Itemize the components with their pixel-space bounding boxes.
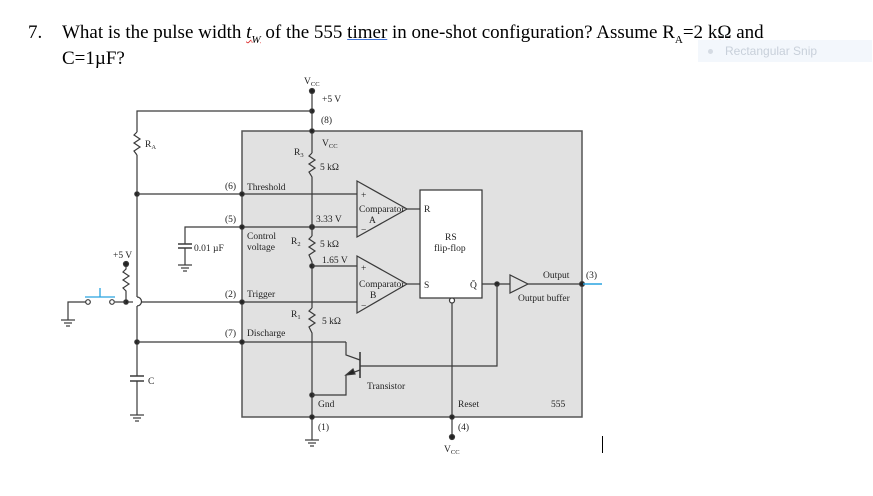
svg-text:(3): (3) [586,270,597,281]
discharge-label: Discharge [247,329,285,339]
resistor-r2 [307,235,317,308]
svg-text:Comparator: Comparator [359,280,405,290]
dot-icon [708,49,713,54]
svg-text:Comparator: Comparator [359,205,405,215]
rs-flip-flop [419,189,483,299]
vcc-bottom-label: VCC [444,445,460,456]
trigger-label: Trigger [247,290,276,300]
svg-text:(1): (1) [318,422,329,433]
question-line2: C=1µF? [62,48,125,69]
svg-text:5 kΩ: 5 kΩ [322,317,341,327]
pin8-label: (8) [321,115,332,126]
svg-text:(4): (4) [458,422,469,433]
timer-word: timer [347,22,388,43]
svg-text:−: − [361,302,366,312]
comparator-b [356,254,409,315]
svg-text:Gnd: Gnd [318,400,335,410]
svg-text:(5): (5) [225,214,236,225]
svg-text:Output buffer: Output buffer [518,293,571,304]
r2-label: R2 [291,237,301,248]
question-number: 7. [28,22,43,43]
threshold-label: Threshold [247,183,286,193]
question-text: What is the pulse width tW of the 555 ti… [62,22,764,46]
svg-text:(2): (2) [225,289,236,300]
svg-text:−: − [361,226,366,236]
rectangular-snip-tooltip: Rectangular Snip [698,40,872,62]
pullup-resistor [121,266,131,302]
vcc-top-label: VCC [304,77,320,88]
transistor [345,342,361,361]
svg-text:1.65 V: 1.65 V [322,256,348,266]
r3-label: R3 [294,148,304,159]
svg-text:R: R [424,205,431,215]
svg-text:0.01 µF: 0.01 µF [194,244,224,254]
svg-text:+5 V: +5 V [113,251,132,261]
resistor-r1 [307,307,317,440]
svg-text:+: + [361,264,366,274]
tw-symbol: tW [246,22,261,46]
svg-text:5 kΩ: 5 kΩ [320,240,339,250]
output-label: Output [543,271,570,281]
vcc-inside-label: VCC [322,139,338,150]
resistor-ra [132,131,142,156]
svg-text:A: A [369,216,376,226]
svg-text:Control: Control [247,232,276,242]
svg-text:(6): (6) [225,181,236,192]
text-cursor [602,436,603,453]
svg-text:B: B [370,291,376,301]
r1-label: R1 [291,310,301,321]
svg-text:S: S [424,281,429,291]
output-buffer [509,274,530,294]
svg-text:Q̄: Q̄ [470,279,477,291]
plus5v-label: +5 V [322,95,341,105]
resistor-r3 [307,152,317,236]
svg-text:(7): (7) [225,328,236,339]
svg-text:C: C [148,377,154,387]
svg-text:RS: RS [445,233,457,243]
svg-text:555: 555 [551,400,566,410]
svg-text:3.33 V: 3.33 V [316,215,342,225]
chip-555-body [241,130,583,418]
svg-text:voltage: voltage [247,243,275,253]
svg-text:flip-flop: flip-flop [434,243,466,254]
push-button-switch [85,288,115,298]
text: What is the pulse width [62,22,247,43]
svg-text:Transistor: Transistor [367,382,406,392]
svg-text:5 kΩ: 5 kΩ [320,163,339,173]
svg-text:+: + [361,191,366,201]
ra-label: RA [145,140,156,151]
comparator-a [356,179,409,239]
svg-text:Reset: Reset [458,400,479,410]
